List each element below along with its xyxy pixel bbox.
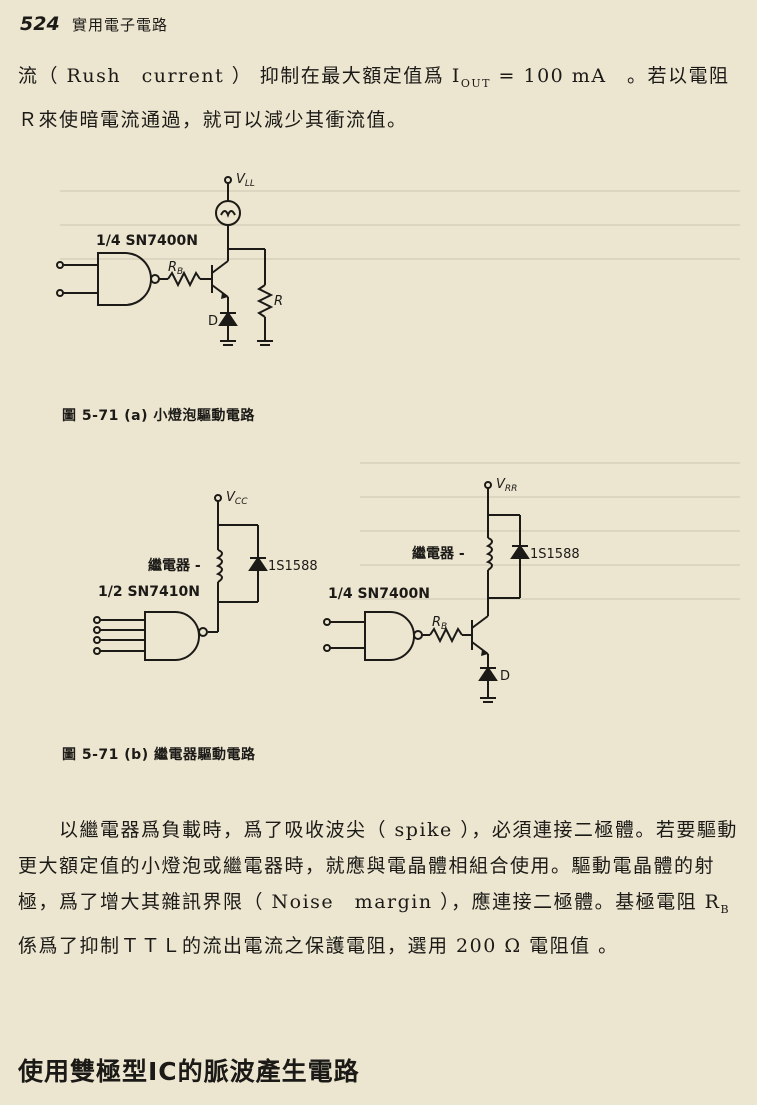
fig-b-right-gate-label: 1/4 SN7400N <box>328 586 430 602</box>
paragraph-1-part-1: 流（ Rush current ） 抑制在最大額定值爲 I <box>18 65 461 87</box>
fig-b-right-rb-label: R <box>432 615 441 630</box>
figure-a-caption: 圖 5-71 (a) 小燈泡驅動電路 <box>62 408 255 424</box>
running-header-title: 實用電子電路 <box>72 16 169 34</box>
fig-b-right-diode-label: 1S1588 <box>530 547 580 562</box>
fig-a-vcc-sub: LL <box>245 179 255 189</box>
svg-text:RB: RB <box>168 260 183 277</box>
paragraph-2-part-2: 係爲了抑制ＴＴＬ的流出電流之保護電阻，選用 200 Ω 電阻值 。 <box>18 934 619 957</box>
svg-text:RB: RB <box>432 615 447 632</box>
fig-b-left-vcc-sub: CC <box>235 497 248 507</box>
fig-b-left-gate-label: 1/2 SN7410N <box>98 584 200 600</box>
page-number: 524 <box>20 13 60 35</box>
iout-subscript: OUT <box>460 76 491 90</box>
fig-b-right-relay-label: 繼電器 - <box>412 545 465 562</box>
paragraph-1-part-2: = 100 mA 。若以電阻Ｒ來使暗電流通過，就可以減少其衝流值。 <box>18 65 730 131</box>
svg-text:VLL: VLL <box>236 172 255 189</box>
show-through-texture <box>60 170 740 260</box>
fig-a-gate-label: 1/4 SN7400N <box>96 233 198 249</box>
svg-text:VCC: VCC <box>226 490 248 507</box>
fig-b-right-rb-sub: B <box>441 622 447 632</box>
fig-b-left-diode-label: 1S1588 <box>268 559 318 574</box>
section-heading: 使用雙極型IC的脈波產生電路 <box>18 1057 360 1086</box>
fig-a-rb-sub: B <box>177 267 183 277</box>
paragraph-2-part-1: 以繼電器爲負載時，爲了吸收波尖（ spike ），必須連接二極體。若要驅動更大額… <box>18 819 738 913</box>
fig-b-left-relay-label: 繼電器 - <box>148 557 201 574</box>
rb-subscript: B <box>720 902 731 916</box>
fig-a-d-label: D <box>208 314 218 329</box>
fig-b-right-vcc-sub: RR <box>505 484 518 494</box>
fig-a-r-label: R <box>274 294 283 309</box>
figure-b-caption: 圖 5-71 (b) 繼電器驅動電路 <box>62 747 256 763</box>
fig-b-right-d-label: D <box>500 669 510 684</box>
paragraph-2: 以繼電器爲負載時，爲了吸收波尖（ spike ），必須連接二極體。若要驅動更大額… <box>18 812 743 964</box>
fig-a-vcc-label: V <box>236 172 246 187</box>
fig-b-right-vcc-label: V <box>496 477 506 492</box>
svg-text:VRR: VRR <box>496 477 517 494</box>
paragraph-1: 流（ Rush current ） 抑制在最大額定值爲 IOUT = 100 m… <box>18 58 743 138</box>
fig-b-left-vcc-label: V <box>226 490 236 505</box>
figure-b-relay-driver-schematic: VCC 繼電器 - 1S1588 1/2 SN7410N VRR 繼電器 - 1… <box>93 477 580 703</box>
show-through-texture-2 <box>360 430 740 600</box>
fig-a-rb-label: R <box>168 260 177 275</box>
figure-a-lamp-driver-schematic: VLL 1/4 SN7400N RB R D <box>56 172 283 346</box>
